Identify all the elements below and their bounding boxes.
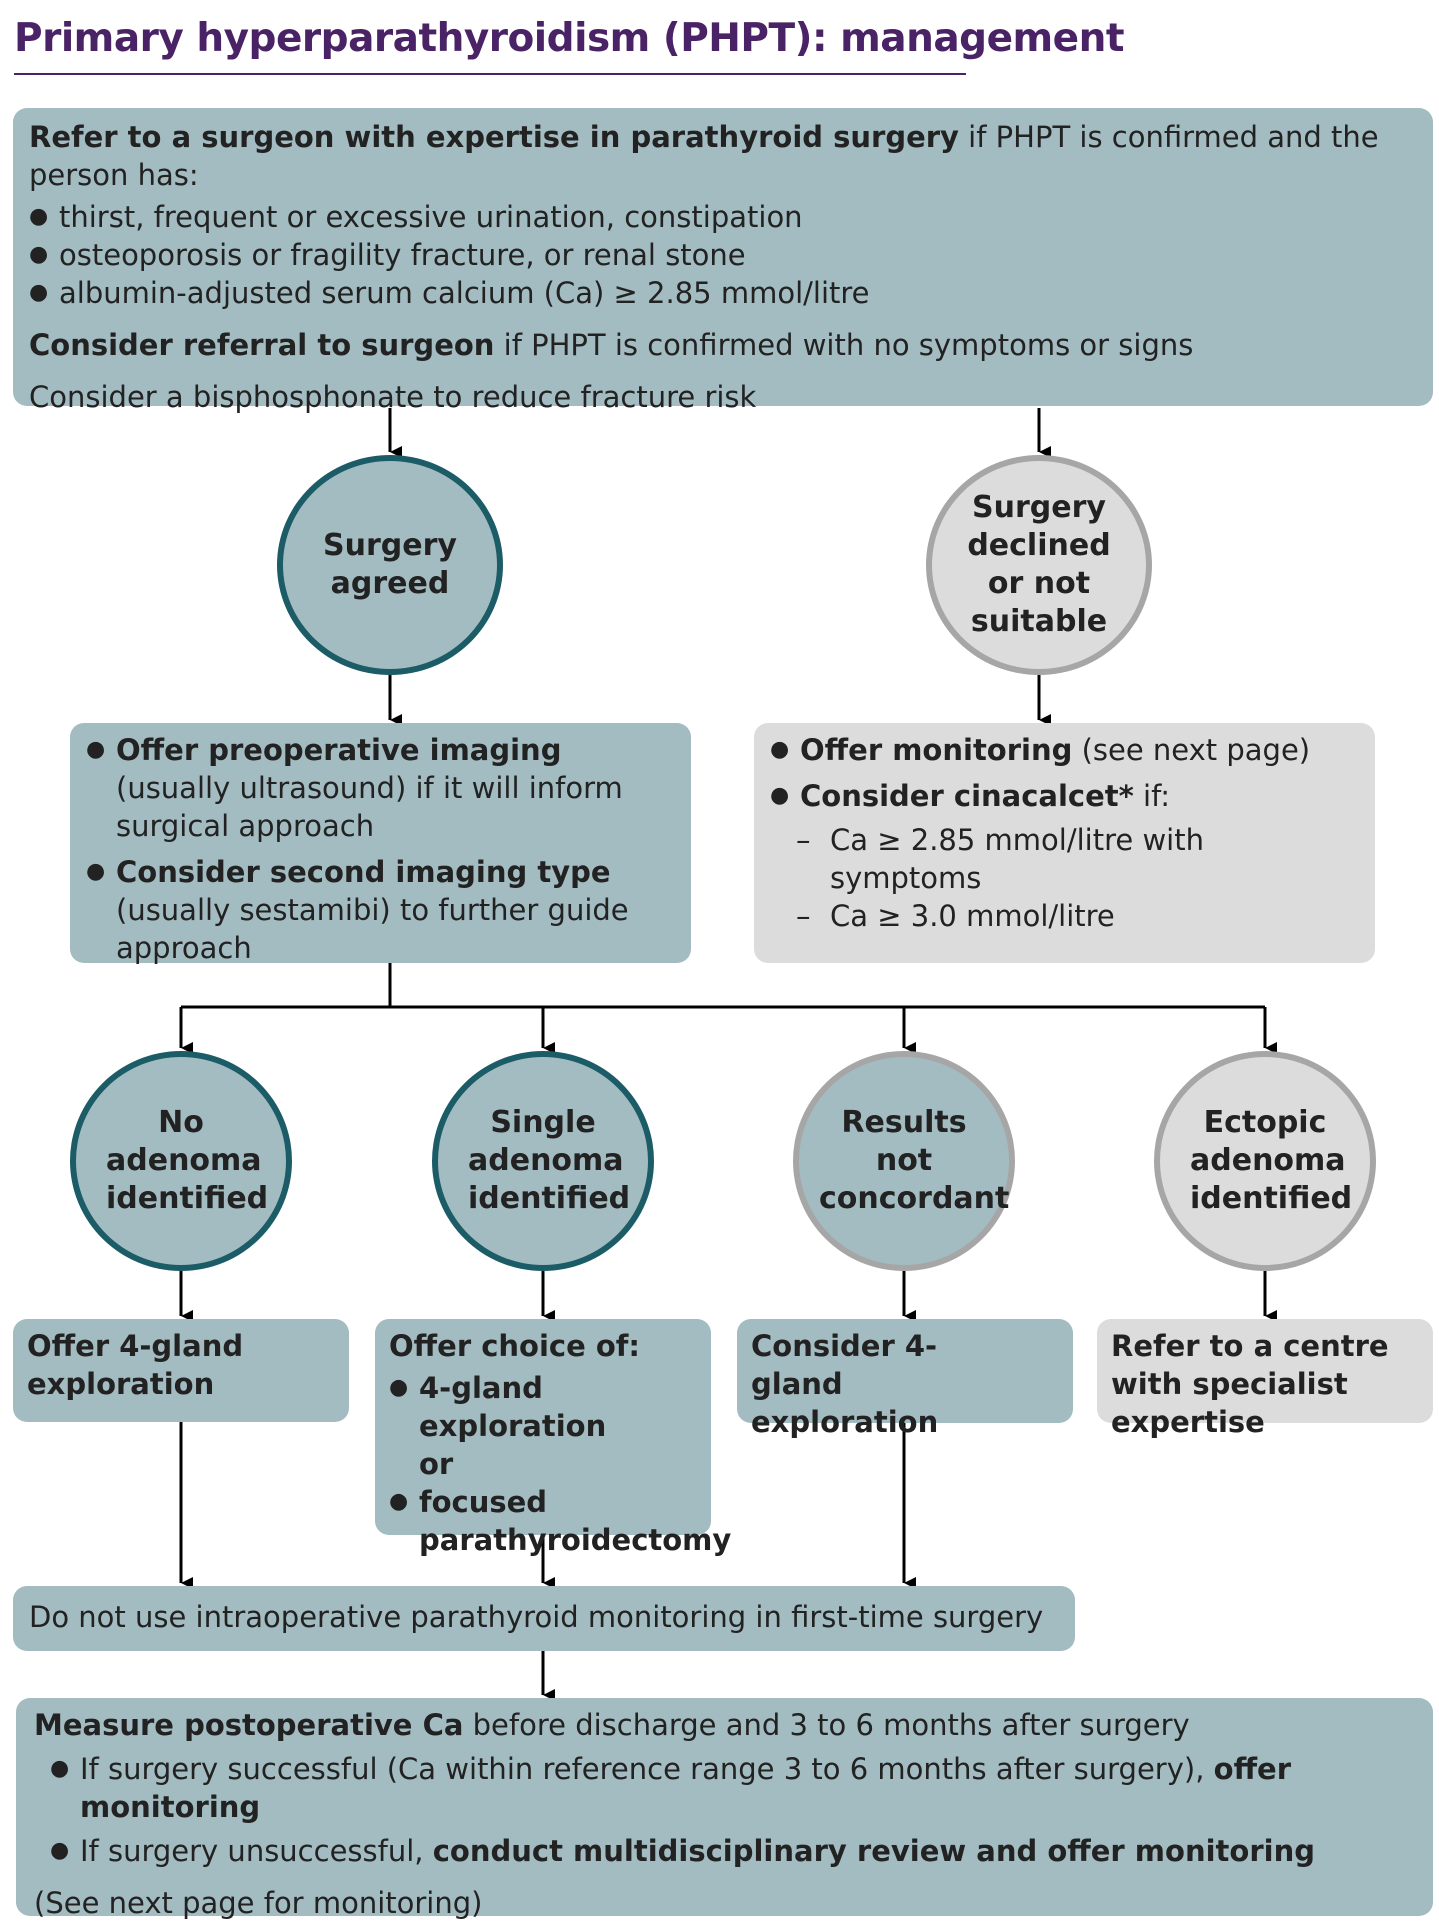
- bisphosphonate-line: Consider a bisphosphonate to reduce frac…: [29, 380, 757, 414]
- cinacalcet-bold: Consider cinacalcet*: [800, 779, 1134, 813]
- monitoring-item-rest: (see next page): [1072, 733, 1311, 767]
- choice-title: Offer choice of:: [389, 1329, 641, 1363]
- postop-see-next: (See next page for monitoring): [34, 1886, 483, 1920]
- four-gland-box: Offer 4-gland exploration: [13, 1319, 349, 1422]
- monitoring-box: Offer monitoring (see next page) Conside…: [754, 723, 1375, 963]
- single-adenoma-label: Single adenoma identified: [468, 1105, 631, 1216]
- single-adenoma-node: Single adenoma identified: [432, 1051, 654, 1271]
- refer-centre-text: Refer to a centre with specialist expert…: [1111, 1329, 1389, 1439]
- not-concordant-node: Results not concordant: [793, 1051, 1015, 1271]
- postop-measure-bold: Measure postoperative Ca: [34, 1708, 464, 1742]
- criteria-item: albumin-adjusted serum calcium (Ca) ≥ 2.…: [29, 274, 1417, 312]
- postop-measure-rest: before discharge and 3 to 6 months after…: [463, 1708, 1190, 1742]
- choice-or: or: [419, 1447, 454, 1481]
- cinacalcet-criterion: Ca ≥ 3.0 mmol/litre: [796, 897, 1361, 935]
- criteria-item: thirst, frequent or excessive urination,…: [29, 198, 1417, 236]
- imaging-item-bold: Consider second imaging type: [116, 855, 611, 889]
- choice-item: focused parathyroidectomy: [389, 1483, 731, 1559]
- four-gland-text: Offer 4-gland exploration: [27, 1329, 244, 1401]
- postop-item: If surgery unsuccessful, conduct multidi…: [50, 1832, 1415, 1870]
- referral-rest: if PHPT is confirmed and the person has:: [29, 120, 1379, 192]
- surgery-declined-node: Surgery declined or not suitable: [926, 455, 1152, 675]
- cinacalcet-item: Consider cinacalcet* if:: [770, 777, 1361, 815]
- postop-item: If surgery successful (Ca within referen…: [50, 1750, 1415, 1826]
- surgery-agreed-node: Surgery agreed: [277, 455, 503, 675]
- intraop-monitoring-box: Do not use intraoperative parathyroid mo…: [13, 1586, 1075, 1651]
- postop-list: If surgery successful (Ca within referen…: [34, 1750, 1415, 1870]
- consider-referral-line: Consider referral to surgeon if PHPT is …: [29, 326, 1417, 364]
- monitoring-list: Offer monitoring (see next page) Conside…: [770, 731, 1361, 815]
- referral-line: Refer to a surgeon with expertise in par…: [29, 118, 1417, 194]
- consider-referral-bold: Consider referral to surgeon: [29, 328, 495, 362]
- imaging-item-rest: (usually ultrasound) if it will inform s…: [116, 771, 623, 843]
- monitoring-item: Offer monitoring (see next page): [770, 731, 1361, 769]
- intraop-text: Do not use intraoperative parathyroid mo…: [29, 1600, 1044, 1634]
- referral-box: Refer to a surgeon with expertise in par…: [13, 108, 1433, 414]
- postop-item-text: If surgery successful (Ca within referen…: [80, 1752, 1214, 1786]
- page-title: Primary hyperparathyroidism (PHPT): mana…: [14, 16, 1125, 61]
- no-adenoma-label: No adenoma identified: [106, 1105, 269, 1216]
- imaging-item: Consider second imaging type (usually se…: [86, 853, 677, 967]
- choice-list: 4-gland exploration or focused parathyro…: [389, 1369, 731, 1559]
- consider-referral-rest: if PHPT is confirmed with no symptoms or…: [494, 328, 1194, 362]
- imaging-item-rest: (usually sestamibi) to further guide app…: [116, 893, 629, 965]
- imaging-item-bold: Offer preoperative imaging: [116, 733, 562, 767]
- surgery-agreed-label: Surgery agreed: [323, 528, 457, 601]
- surgery-declined-label: Surgery declined or not suitable: [967, 490, 1111, 639]
- postop-item-text: If surgery unsuccessful,: [80, 1834, 433, 1868]
- consider-four-gland-box: Consider 4-gland exploration: [737, 1319, 1073, 1439]
- consider-four-gland-text: Consider 4-gland exploration: [751, 1329, 939, 1439]
- postop-item-bold: conduct multidisciplinary review and off…: [432, 1834, 1315, 1868]
- choice-box: Offer choice of: 4-gland exploration or …: [375, 1319, 731, 1557]
- imaging-item: Offer preoperative imaging (usually ultr…: [86, 731, 677, 845]
- referral-bold: Refer to a surgeon with expertise in par…: [29, 120, 959, 154]
- title-underline: [14, 73, 966, 75]
- not-concordant-label: Results not concordant: [819, 1105, 1010, 1216]
- cinacalcet-criterion: Ca ≥ 2.85 mmol/litre with symptoms: [796, 821, 1361, 897]
- imaging-list: Offer preoperative imaging (usually ultr…: [86, 731, 677, 967]
- referral-criteria-list: thirst, frequent or excessive urination,…: [29, 198, 1417, 312]
- monitoring-item-bold: Offer monitoring: [800, 733, 1073, 767]
- cinacalcet-rest: if:: [1133, 779, 1171, 813]
- ectopic-node: Ectopic adenoma identified: [1154, 1051, 1376, 1271]
- no-adenoma-node: No adenoma identified: [70, 1051, 292, 1271]
- choice-item: 4-gland exploration: [389, 1369, 697, 1445]
- cinacalcet-criteria: Ca ≥ 2.85 mmol/litre with symptoms Ca ≥ …: [796, 821, 1361, 935]
- refer-centre-box: Refer to a centre with specialist expert…: [1097, 1319, 1433, 1439]
- postop-measure-line: Measure postoperative Ca before discharg…: [34, 1706, 1415, 1744]
- imaging-box: Offer preoperative imaging (usually ultr…: [70, 723, 691, 965]
- criteria-item: osteoporosis or fragility fracture, or r…: [29, 236, 1417, 274]
- postop-item-bold: offer monitoring: [80, 1752, 1292, 1824]
- ectopic-label: Ectopic adenoma identified: [1190, 1105, 1353, 1216]
- postop-box: Measure postoperative Ca before discharg…: [16, 1698, 1433, 1920]
